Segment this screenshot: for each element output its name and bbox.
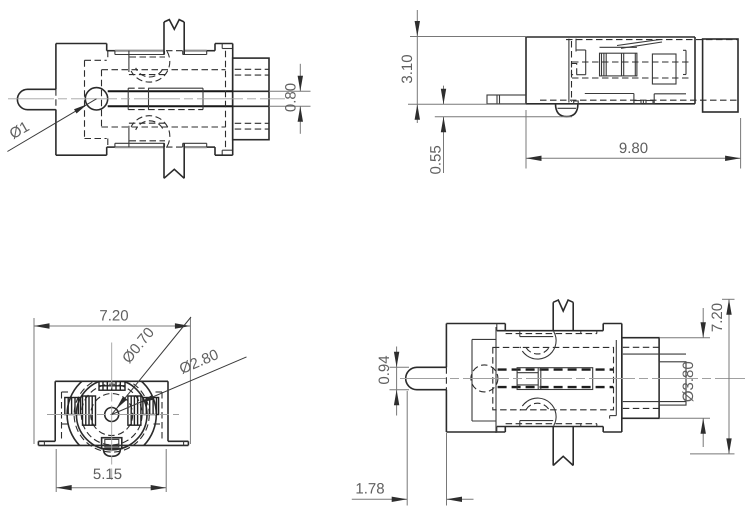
svg-text:9.80: 9.80 (619, 140, 648, 157)
svg-text:Ø3.80: Ø3.80 (680, 361, 697, 402)
svg-text:3.10: 3.10 (399, 54, 416, 83)
svg-text:5.15: 5.15 (93, 466, 122, 483)
svg-text:0.94: 0.94 (376, 355, 393, 384)
svg-text:7.20: 7.20 (709, 303, 726, 332)
svg-text:0.55: 0.55 (428, 145, 445, 174)
svg-text:0.80: 0.80 (283, 83, 300, 112)
svg-text:1.78: 1.78 (355, 481, 384, 498)
svg-text:7.20: 7.20 (99, 308, 128, 325)
